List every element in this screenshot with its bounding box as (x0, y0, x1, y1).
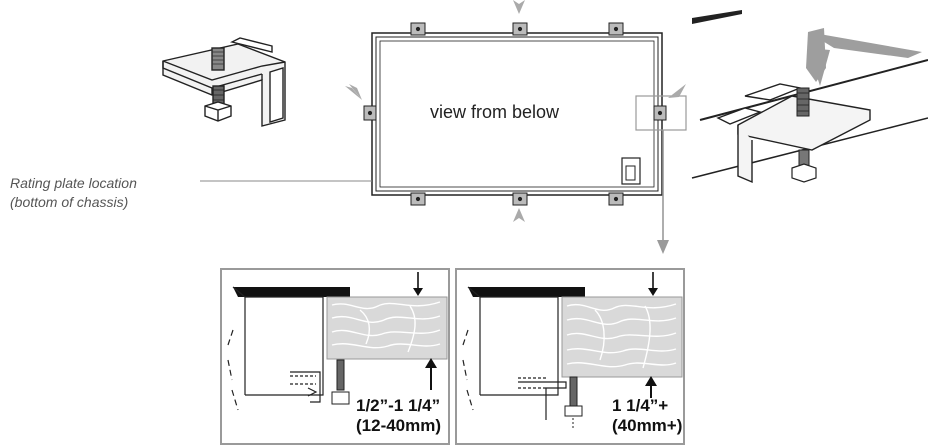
arrow-down-icon (345, 0, 686, 222)
bracket-clamp-icon (162, 37, 286, 127)
dimension-thick-line2: (40mm+) (612, 416, 683, 435)
wood-grain-icon (566, 303, 677, 369)
mounting-clip-icon (691, 10, 928, 184)
dimension-label-thin: 1/2”-1 1/4” (12-40mm) (356, 396, 441, 436)
dimension-thin-line2: (12-40mm) (356, 416, 442, 435)
dimension-thin-line1: 1/2”-1 1/4” (356, 396, 441, 415)
detail-panel-thick (455, 268, 685, 445)
connector-line (657, 130, 669, 254)
wood-grain-icon (331, 301, 441, 353)
chassis-bottom-view (363, 22, 687, 206)
dimension-thick-line1: 1 1/4”+ (612, 396, 669, 415)
rating-plate-line1: Rating plate location (10, 175, 137, 191)
rating-plate-line2: (bottom of chassis) (10, 194, 129, 210)
view-from-below-label: view from below (430, 102, 560, 122)
dimension-label-thick: 1 1/4”+ (40mm+) (612, 396, 682, 436)
rating-plate-label: Rating plate location (bottom of chassis… (10, 174, 137, 212)
detail-panel-thin (220, 268, 450, 445)
